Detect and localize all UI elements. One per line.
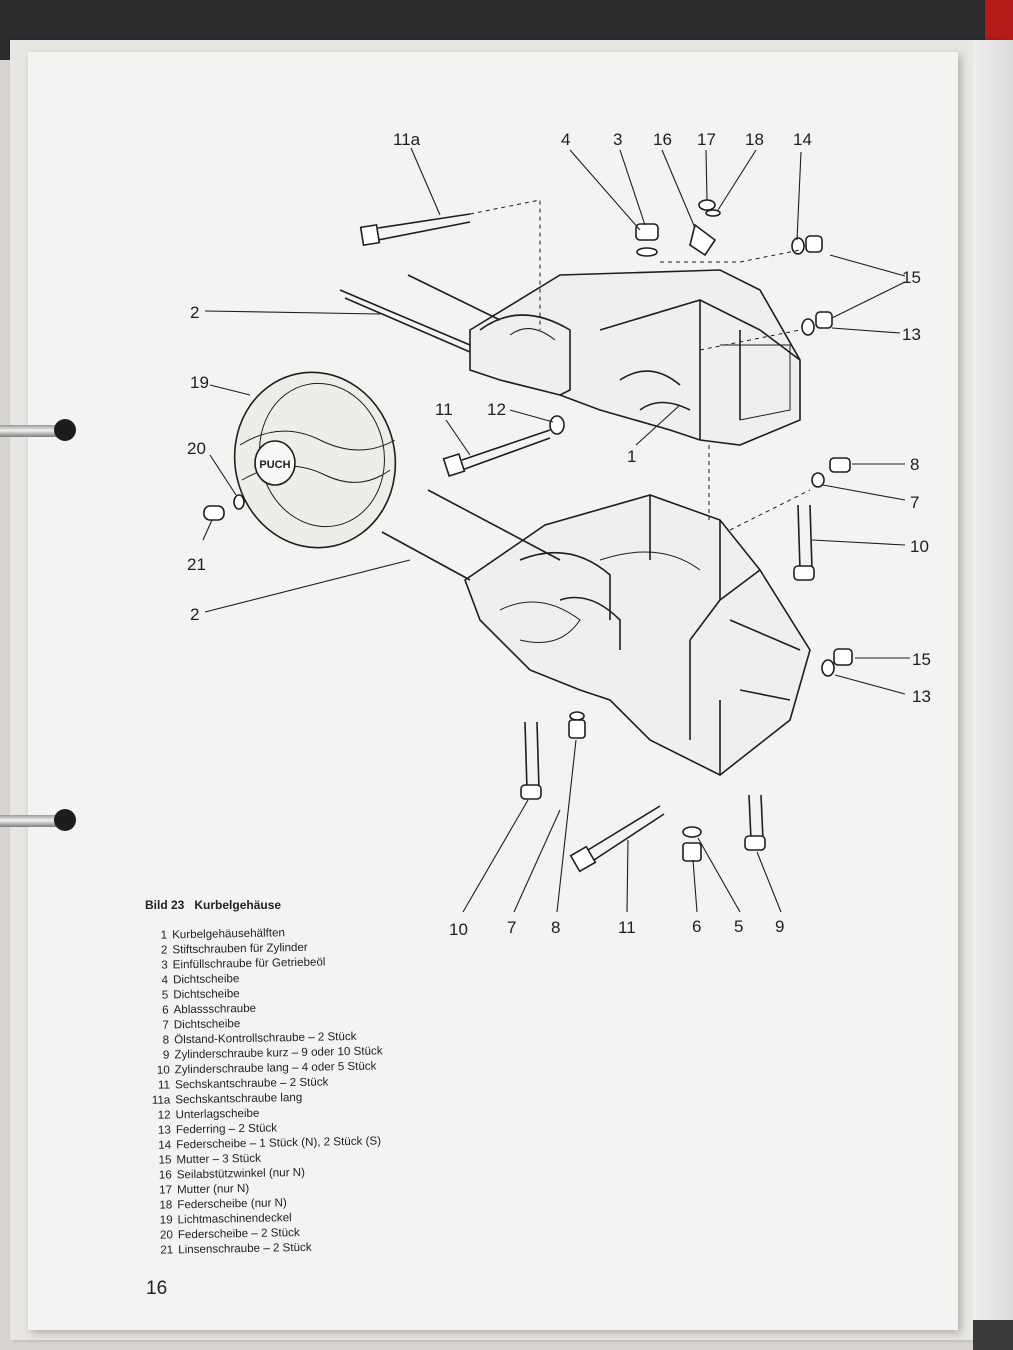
parts-list: 1 Kurbelgehäusehälften 2 Stiftschrauben für… [140,923,386,1258]
callout-label: 11 [435,400,453,419]
callout-label: 16 [653,130,672,149]
callout-label: 15 [902,268,921,287]
part-description: Sechskantschraube lang [175,1090,303,1107]
part-number: 1 [160,928,168,942]
part-description: Einfüllschraube für Getriebeöl [172,955,326,972]
binder-ring-upper [0,417,82,443]
part-description: Dichtscheibe [173,987,240,1002]
callout-label: 12 [487,400,506,419]
part-description: Mutter – 3 Stück [176,1151,261,1167]
part-description: Dichtscheibe [172,972,240,987]
callout-label: 20 [187,439,206,458]
part-description: Seilabstützwinkel (nur N) [176,1165,306,1182]
part-description: Federring – 2 Stück [175,1121,278,1137]
callout-label: 2 [190,605,199,624]
part-number: 14 [158,1138,172,1152]
manual-page [28,52,958,1330]
generator-cover [233,371,397,549]
part-number: 18 [159,1198,173,1212]
page-edges [973,40,1013,1330]
puch-logo: PUCH [259,459,290,471]
part-number: 6 [162,1003,169,1017]
part-number: 7 [162,1018,169,1032]
part-description: Mutter (nur N) [176,1181,250,1197]
part-number: 16 [158,1168,172,1182]
lower-crankcase-half [464,494,811,776]
callout-labels: 11a 4 3 16 17 18 14 2 15 13 19 11 12 1 2… [187,130,931,939]
callout-label: 19 [190,373,209,392]
bolt-10-right [793,504,815,581]
part-number: 17 [159,1183,173,1197]
bolt-10-left [520,721,542,800]
part-description: Dichtscheibe [173,1017,241,1032]
callout-label: 8 [551,918,560,937]
part-description: Federscheibe (nur N) [177,1196,287,1212]
part-description: Unterlagscheibe [175,1106,260,1122]
bolt-9 [744,794,766,851]
callout-label: 8 [910,455,919,474]
part-description: Zylinderschraube lang – 4 oder 5 Stück [174,1059,377,1077]
part-number: 12 [157,1108,171,1122]
small-hardware [203,199,853,862]
bolt-11-middle [442,429,551,478]
callout-label: 15 [912,650,931,669]
figure-caption: Bild 23 Kurbelgehäuse [145,898,281,912]
callout-label: 17 [697,130,716,149]
part-description: Ablassschraube [173,1001,257,1017]
callout-label: 9 [775,917,784,936]
assembly-dashes [469,199,811,531]
figure-number: Bild 23 [145,898,185,912]
bolt-11-lower [569,805,665,873]
part-description: Sechskantschraube – 2 Stück [174,1075,329,1092]
part-number: 9 [162,1048,170,1062]
part-number: 20 [159,1228,174,1242]
part-number: 5 [161,988,169,1002]
callout-label: 2 [190,303,199,322]
part-description: Linsenschraube – 2 Stück [178,1240,312,1257]
callout-label: 13 [902,325,921,344]
part-number: 15 [158,1153,172,1167]
callout-label: 1 [627,447,636,466]
part-number: 4 [161,973,169,987]
upper-crankcase-half [469,269,801,446]
callout-label: 11 [618,918,636,937]
callout-label: 7 [910,493,919,512]
callout-label: 21 [187,555,206,574]
part-number: 2 [160,943,168,957]
binder-cover-bottom [973,1320,1013,1350]
part-description: Federscheibe – 2 Stück [177,1225,300,1242]
part-description: Lichtmaschinendeckel [177,1211,292,1227]
callout-label: 5 [734,917,743,936]
stud-2-upper [339,274,501,353]
part-description: Kurbelgehäusehälften [172,926,286,942]
bolt-11a [359,213,471,247]
part-number: 3 [161,958,168,972]
callout-label: 7 [507,918,516,937]
part-number: 19 [159,1213,173,1227]
part-description: Federscheibe – 1 Stück (N), 2 Stück (S) [176,1134,382,1152]
callout-label: 13 [912,687,931,706]
figure-title: Kurbelgehäuse [194,898,282,912]
callout-label: 3 [613,130,622,149]
leader-lines [202,147,910,913]
red-tab [985,0,1013,40]
stud-2-lower [381,489,561,581]
binder-ring-lower [0,807,82,833]
callout-label: 6 [692,917,701,936]
part-number: 13 [157,1123,172,1137]
callout-label: 11a [393,130,421,149]
part-description: Stiftschrauben für Zylinder [172,940,308,957]
callout-label: 4 [561,130,570,149]
part-number: 8 [162,1033,170,1047]
callout-label: 10 [449,920,468,939]
part-number: 11a [151,1093,171,1107]
page-number: 16 [146,1278,168,1299]
part-number: 11 [157,1078,171,1092]
part-number: 21 [160,1243,174,1257]
callout-label: 10 [910,537,929,556]
callout-label: 14 [793,130,812,149]
callout-label: 18 [745,130,764,149]
part-number: 10 [156,1063,170,1077]
